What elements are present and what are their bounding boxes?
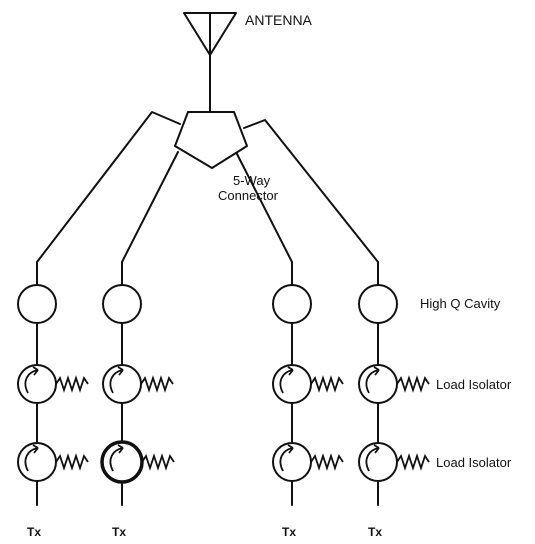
high-q-cavity <box>358 284 398 324</box>
channel-3 <box>272 284 344 506</box>
antenna-label: ANTENNA <box>245 12 313 28</box>
high-q-cavity <box>272 284 312 324</box>
high-q-cavity-label: High Q Cavity <box>420 296 501 311</box>
tx-label-3: Tx <box>282 525 296 539</box>
load-isolator-label-upper: Load Isolator <box>436 377 512 392</box>
tx-label-1: Tx <box>27 525 41 539</box>
high-q-cavity <box>102 284 142 324</box>
channel-4 <box>358 284 430 506</box>
channel-1 <box>17 284 89 506</box>
tx-label-2: Tx <box>112 525 126 539</box>
load-isolator-label-lower: Load Isolator <box>436 455 512 470</box>
high-q-cavity <box>17 284 57 324</box>
connector-label-line1: 5-Way <box>233 173 271 188</box>
five-way-connector <box>174 111 248 169</box>
channel-2 <box>100 284 175 506</box>
feed-lines <box>36 111 379 286</box>
connector-label-line2: Connector <box>218 188 279 203</box>
tx-label-4: Tx <box>368 525 382 539</box>
antenna-icon <box>183 12 237 113</box>
